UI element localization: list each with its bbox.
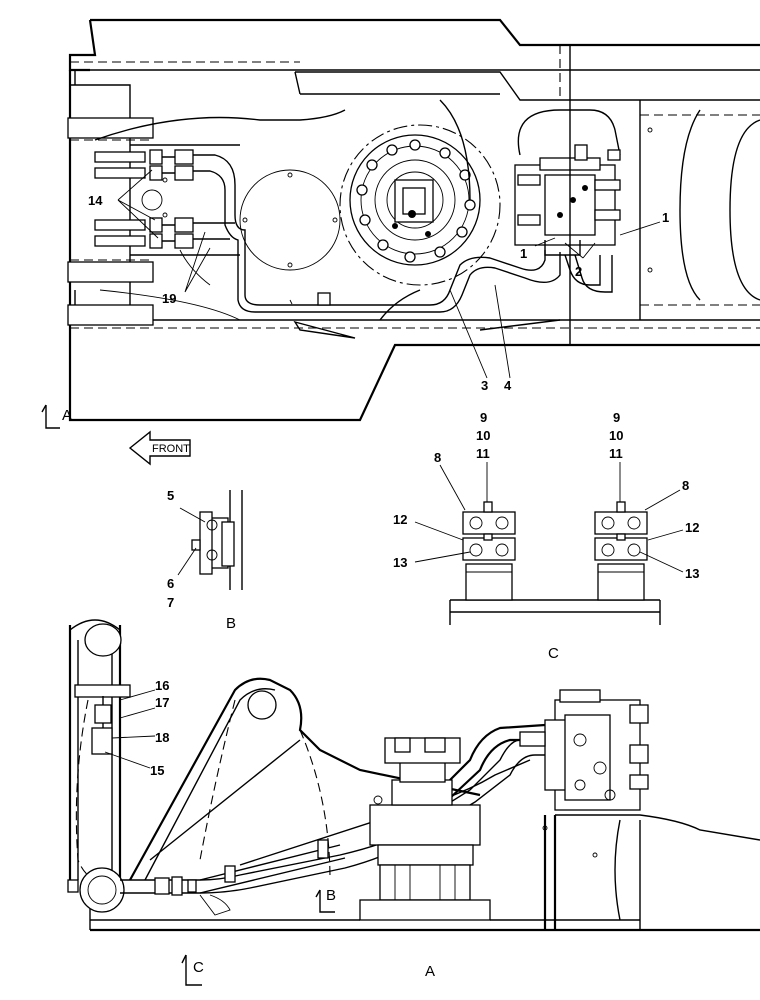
callout-12-right: 12: [685, 520, 699, 535]
callout-9-right: 9: [613, 410, 620, 425]
callout-13-right: 13: [685, 566, 699, 581]
callout-19: 19: [162, 291, 176, 306]
callout-17: 17: [155, 695, 169, 710]
hose-fittings-14: [94, 149, 194, 249]
callout-4: 4: [504, 378, 512, 393]
front-arrow-icon: FRONT: [128, 430, 191, 466]
top-view-drawing: [67, 18, 760, 422]
callout-15: 15: [150, 763, 164, 778]
callout-1-right: 1: [662, 210, 669, 225]
view-b-caption: B: [226, 615, 236, 632]
view-a-marker: A: [41, 404, 72, 429]
callout-9-left: 9: [480, 410, 487, 425]
callout-8-right: 8: [682, 478, 689, 493]
callout-10-left: 10: [476, 428, 490, 443]
callout-14: 14: [88, 193, 103, 208]
callout-6: 6: [167, 576, 174, 591]
view-a-caption: A: [425, 963, 435, 980]
callout-11-right: 11: [609, 446, 623, 461]
svg-text:A: A: [62, 407, 72, 424]
callout-5: 5: [167, 488, 174, 503]
view-c-caption: C: [548, 645, 559, 662]
callout-7: 7: [167, 595, 174, 610]
swing-motor-side: [359, 737, 491, 921]
control-valve-side: [519, 689, 649, 811]
view-b-marker: B: [315, 887, 336, 913]
callout-18: 18: [155, 730, 169, 745]
callout-11-left: 11: [476, 446, 490, 461]
callout-12-left: 12: [393, 512, 407, 527]
control-valve-top: [514, 109, 621, 256]
leader-lines-top: [117, 169, 661, 379]
view-c-marker: C: [181, 954, 204, 986]
swing-motor-top: [349, 134, 481, 266]
callout-10-right: 10: [609, 428, 623, 443]
callout-13-left: 13: [393, 555, 407, 570]
view-c-drawing: [414, 462, 684, 625]
callout-16: 16: [155, 678, 169, 693]
svg-text:FRONT: FRONT: [152, 443, 190, 455]
view-b-drawing: [177, 490, 243, 590]
callout-1-left: 1: [520, 246, 527, 261]
svg-text:B: B: [326, 887, 336, 904]
side-view-drawing: [67, 619, 760, 932]
callout-2: 2: [575, 264, 582, 279]
callout-3: 3: [481, 378, 488, 393]
svg-text:C: C: [193, 959, 204, 976]
callout-8-left: 8: [434, 450, 441, 465]
